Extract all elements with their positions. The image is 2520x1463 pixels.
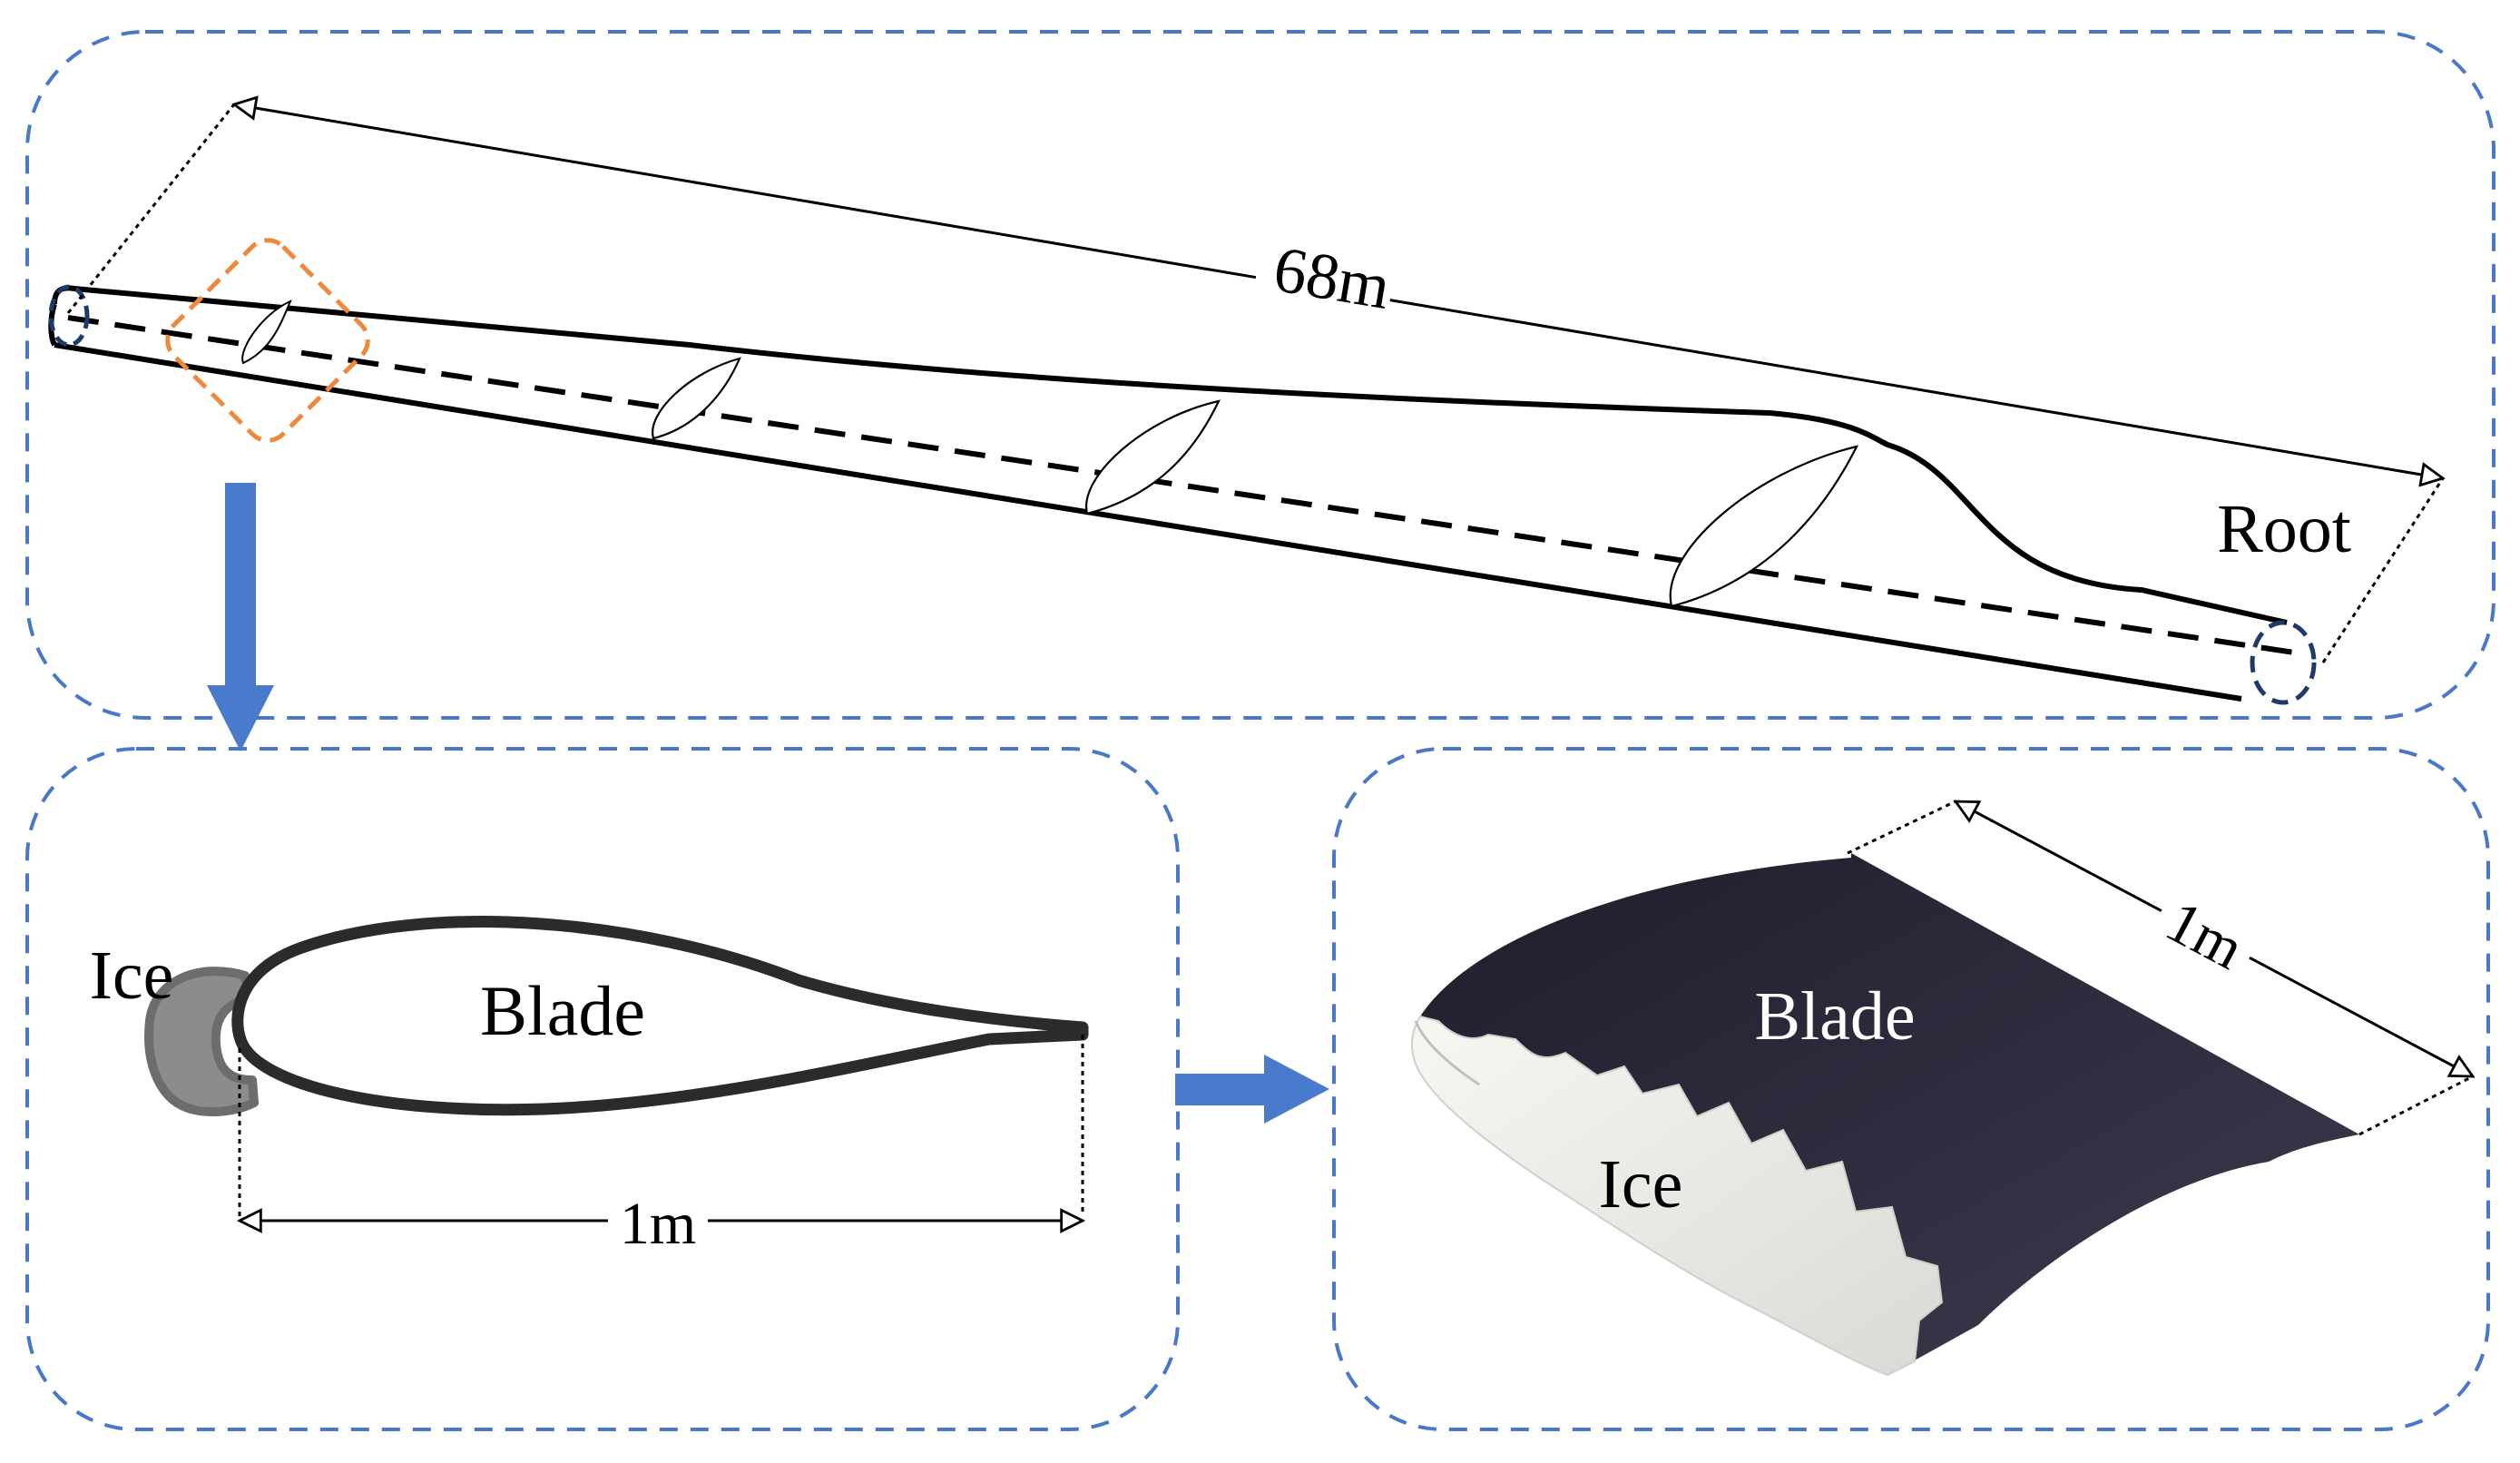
blade-planform — [48, 285, 2301, 702]
chord-label: 1m — [620, 1191, 696, 1257]
right-arrow — [1175, 1055, 1329, 1124]
blade-surface — [1420, 853, 2359, 1370]
chord-dimension — [240, 1035, 1083, 1248]
top-panel-border — [25, 30, 2495, 720]
length-dimension — [66, 104, 2443, 663]
airfoil-section-2 — [652, 357, 741, 440]
iced-airfoil-section — [144, 916, 1089, 1117]
ice-accretion — [144, 967, 259, 1117]
surface-ice-label: Ice — [1599, 1146, 1683, 1222]
section-ice-label: Ice — [90, 938, 174, 1014]
span-dimension — [1847, 801, 2473, 1136]
airfoil-section-1 — [241, 299, 292, 365]
root-label: Root — [2217, 491, 2351, 567]
down-arrow — [207, 483, 274, 751]
pitch-axis-line — [67, 315, 2301, 656]
airfoil-section-4 — [1669, 445, 1859, 608]
airfoil-section-3 — [1085, 399, 1221, 515]
surface-blade-label: Blade — [1754, 978, 1915, 1055]
length-label: 68m — [1269, 232, 1395, 323]
airfoil-outline — [231, 916, 1089, 1116]
root-marker — [2250, 620, 2317, 705]
tip-marker — [48, 284, 90, 348]
surface-panel-border — [1332, 747, 2490, 1431]
ice-surface — [1410, 1015, 1944, 1377]
iced-blade-surface — [1410, 853, 2359, 1377]
section-blade-label: Blade — [480, 971, 645, 1050]
